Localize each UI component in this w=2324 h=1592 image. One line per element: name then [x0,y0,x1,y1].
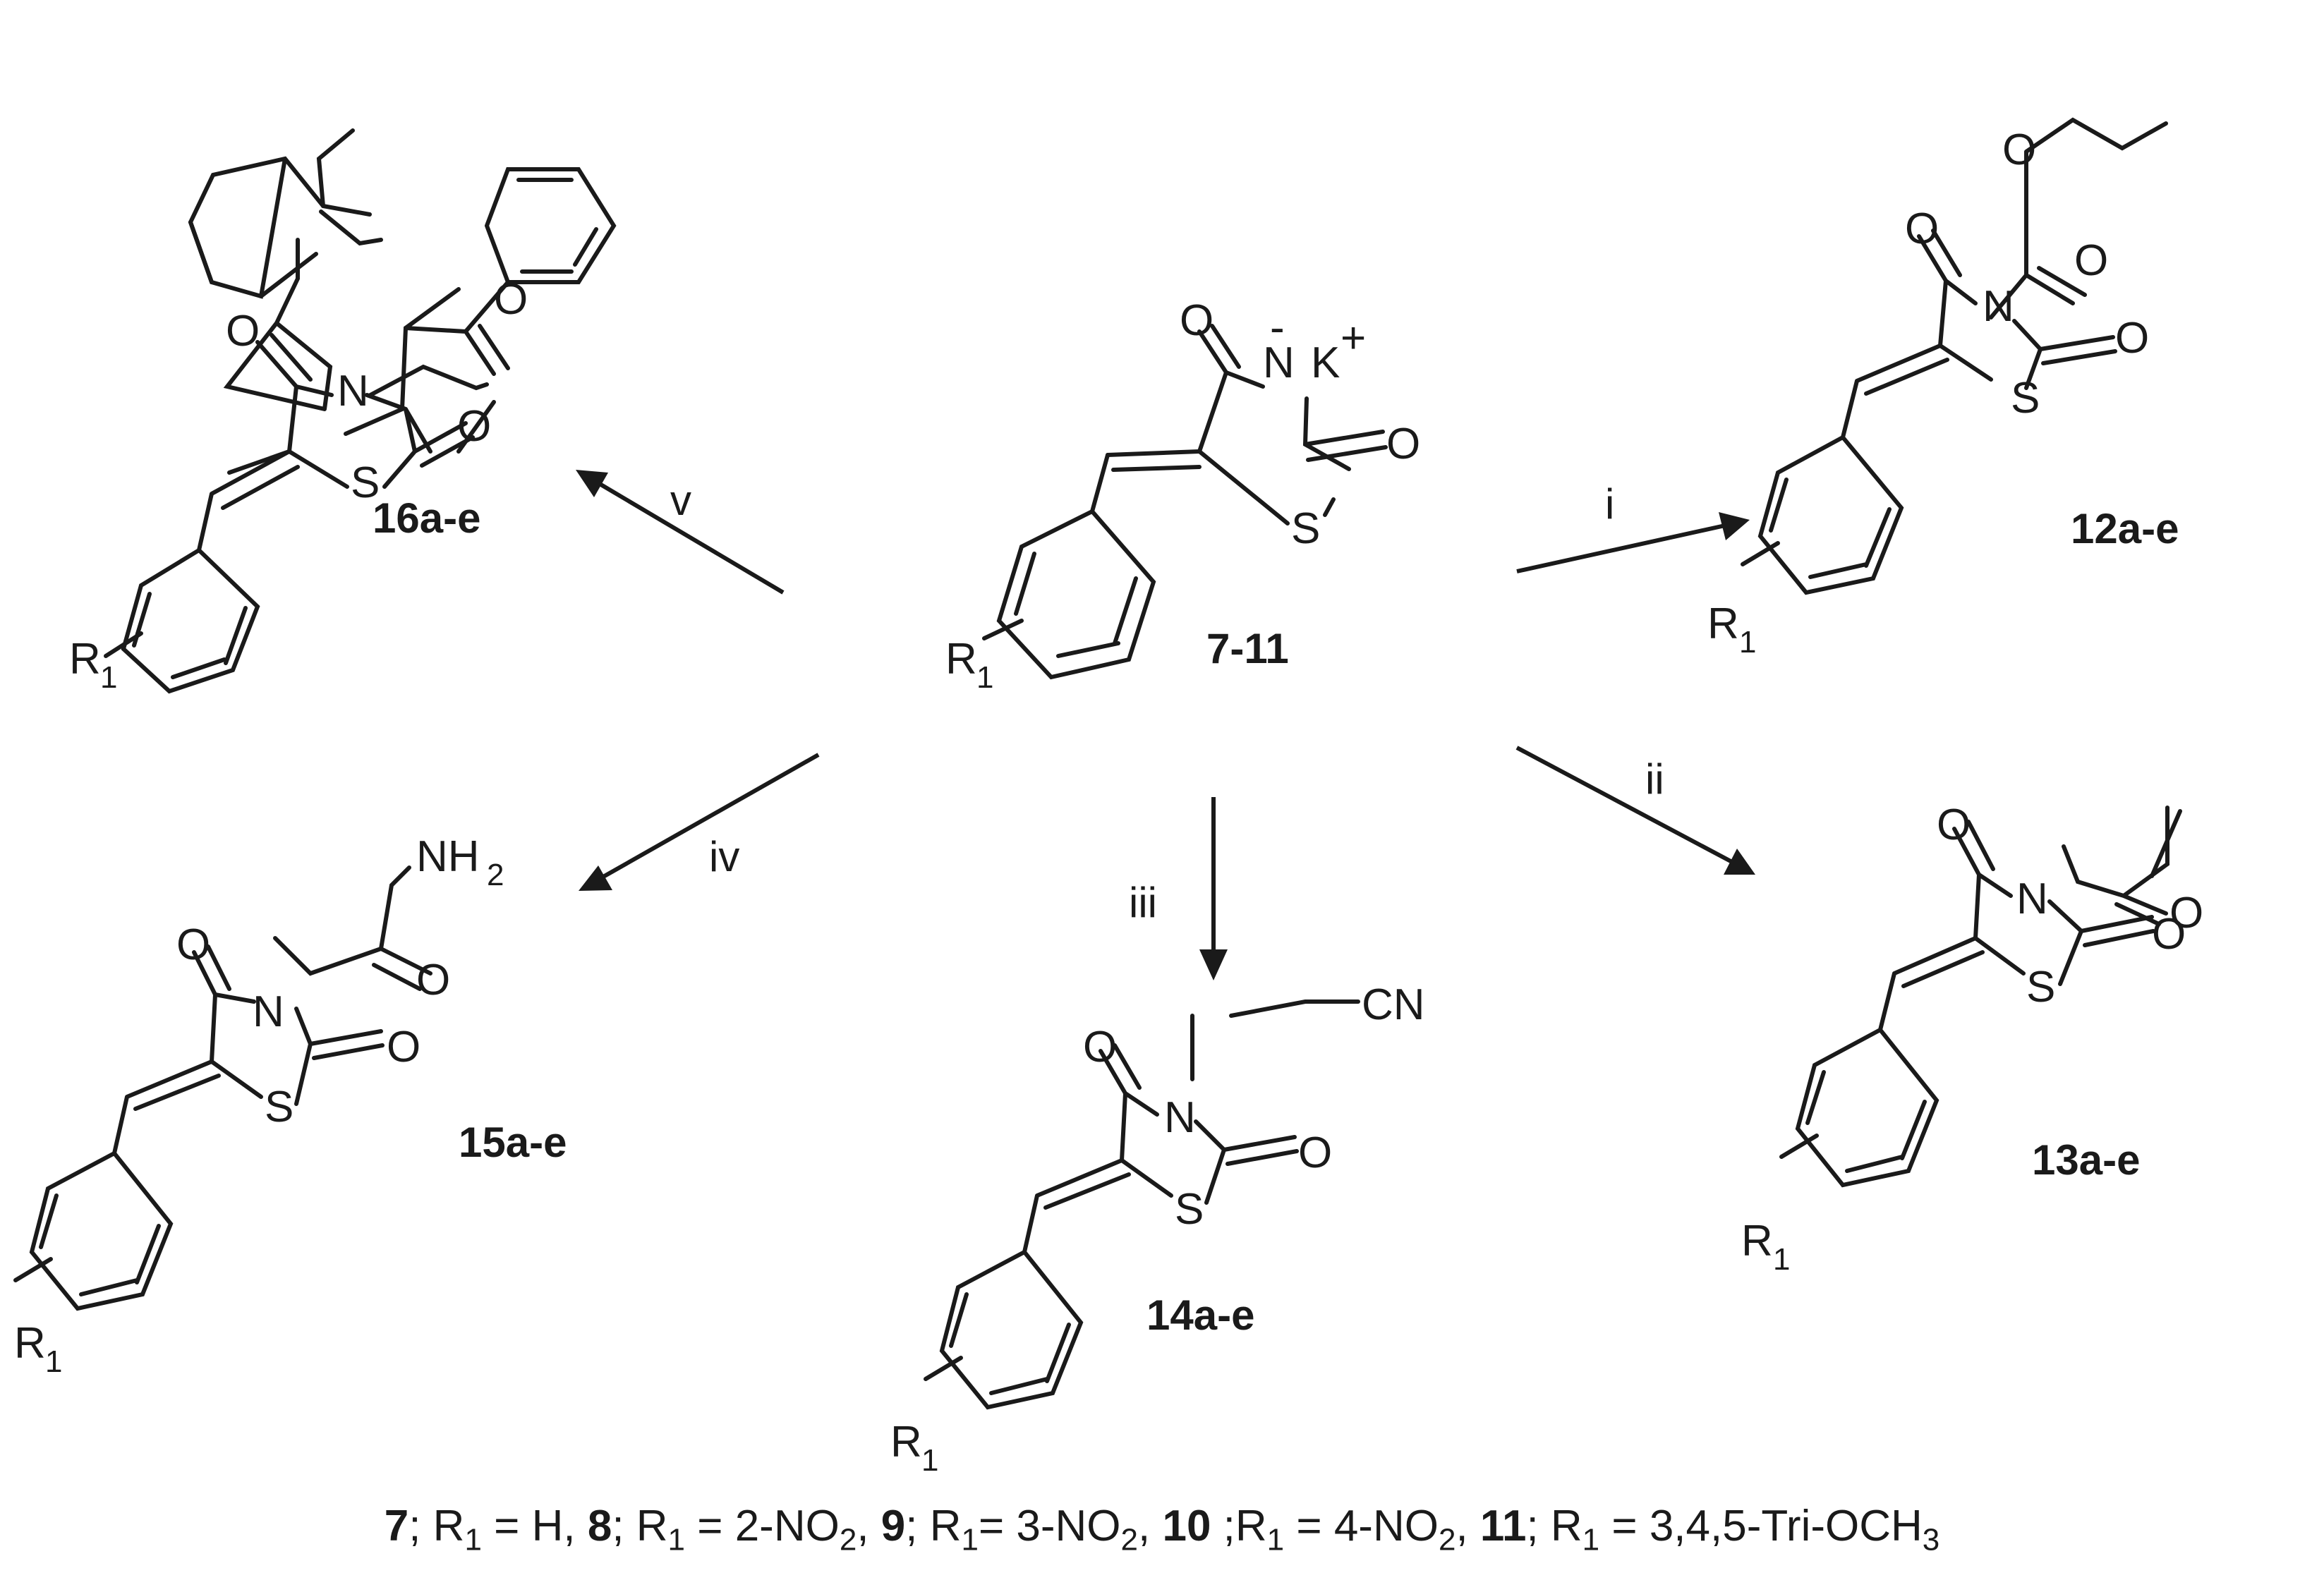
atom-R: R [14,1319,46,1368]
legend-subscript: 1 [1266,1522,1285,1557]
legend-text: = 2-NO [685,1502,840,1550]
atom-N: N [337,367,369,415]
legend-text: , [857,1502,881,1550]
atom-O: O [2074,236,2108,285]
reagent-label-i: i [1605,480,1614,528]
atom-CN: CN [1362,980,1425,1029]
charge-plus: + [1340,314,1366,363]
atom-S: S [1175,1185,1204,1234]
atom-O: O [2115,314,2149,363]
subscript-1: 1 [100,660,117,695]
subscript-1: 1 [1739,625,1756,660]
legend-text: ; R [1526,1502,1582,1550]
subscript-1: 1 [921,1443,938,1478]
legend-text: = H, [481,1502,588,1550]
arrow-iv [579,753,820,891]
atom-N: N [1983,282,2014,331]
atom-N: N [2016,875,2048,923]
compound-label-13a-e: 13a-e [2032,1136,2140,1184]
legend-subscript: 2 [1438,1522,1456,1557]
subscript-2: 2 [487,858,504,892]
reagent-label-iv: iv [709,833,739,880]
atom-R: R [945,635,977,683]
compound-16a-e-core [104,167,617,694]
arrow-iii [1199,797,1228,980]
compound-ref-10: 10 [1162,1502,1211,1550]
substituent-legend: 7; R1 = H, 8; R1 = 2-NO2, 9; R1= 3-NO2, … [0,1501,2324,1557]
atom-S: S [2011,374,2040,423]
legend-text: , [1138,1502,1163,1550]
atom-O: O [2169,889,2203,937]
atom-O: O [2002,126,2036,174]
atom-O: O [387,1023,420,1071]
charge-minus: - [1270,303,1285,352]
compound-label-14a-e: 14a-e [1146,1292,1254,1339]
legend-subscript: 1 [464,1522,482,1557]
compound-7-11-structure [982,324,1388,680]
compound-ref-11: 11 [1479,1502,1527,1550]
legend-subscript: 3 [1922,1522,1940,1557]
legend-subscript: 1 [1582,1522,1600,1557]
legend-text: ; R [612,1502,668,1550]
legend-subscript: 2 [1120,1522,1139,1557]
atom-S: S [265,1083,293,1131]
atom-S: S [1291,504,1320,553]
compound-12a-e-structure [1741,117,2168,595]
legend-text: = 3-NO [978,1502,1121,1550]
atom-O: O [416,956,450,1004]
atom-N: N [253,988,284,1036]
arrow-i [1516,512,1750,573]
subscript-1: 1 [45,1344,62,1379]
legend-subscript: 1 [667,1522,686,1557]
atom-K: K [1311,339,1340,387]
legend-text: ; R [905,1502,962,1550]
atom-O: O [2152,910,2186,959]
compound-15a-e-structure [13,865,432,1311]
legend-text: = 4-NO [1284,1502,1439,1550]
compound-ref-8: 8 [587,1502,612,1550]
atom-O: O [176,920,210,969]
legend-text: ;R [1211,1502,1267,1550]
atom-NH: NH [416,832,480,881]
subscript-1: 1 [1773,1242,1790,1277]
legend-text: ; R [408,1502,465,1550]
atom-O: O [1905,205,1939,253]
atom-O: O [1937,801,1971,849]
arrow-ii [1515,746,1755,875]
atom-S: S [2026,963,2055,1011]
reagent-label-iii: iii [1129,879,1157,926]
legend-text: = 3,4,5-Tri-OCH [1599,1502,1923,1550]
arrow-v [576,470,785,595]
compound-label-16a-e: 16a-e [373,494,480,542]
atom-N: N [1263,339,1295,387]
atom-O: O [1298,1129,1332,1177]
legend-subscript: 1 [961,1522,979,1557]
atom-O: O [1386,420,1420,468]
subscript-1: 1 [976,660,993,695]
reagent-label-v: v [670,477,691,524]
compound-label-12a-e: 12a-e [2071,505,2179,552]
atom-O: O [457,402,491,451]
compound-label-7-11: 7-11 [1206,625,1289,672]
atom-O: O [494,275,528,324]
compound-ref-9: 9 [880,1502,906,1550]
atom-R: R [1707,600,1739,648]
atom-R: R [69,635,101,683]
compound-14a-e-structure [924,999,1360,1410]
atom-O: O [226,307,260,356]
reagent-label-ii: ii [1645,755,1664,803]
atom-O: O [1083,1023,1117,1071]
atom-N: N [1164,1093,1196,1142]
compound-ref-7: 7 [384,1502,409,1550]
legend-text: , [1455,1502,1480,1550]
atom-R: R [890,1418,922,1466]
atom-R: R [1741,1217,1773,1265]
atom-S: S [351,458,380,507]
legend-subscript: 2 [839,1522,857,1557]
compound-label-15a-e: 15a-e [459,1119,567,1166]
atom-O: O [1180,296,1214,345]
compound-13a-e-structure [1779,806,2182,1188]
